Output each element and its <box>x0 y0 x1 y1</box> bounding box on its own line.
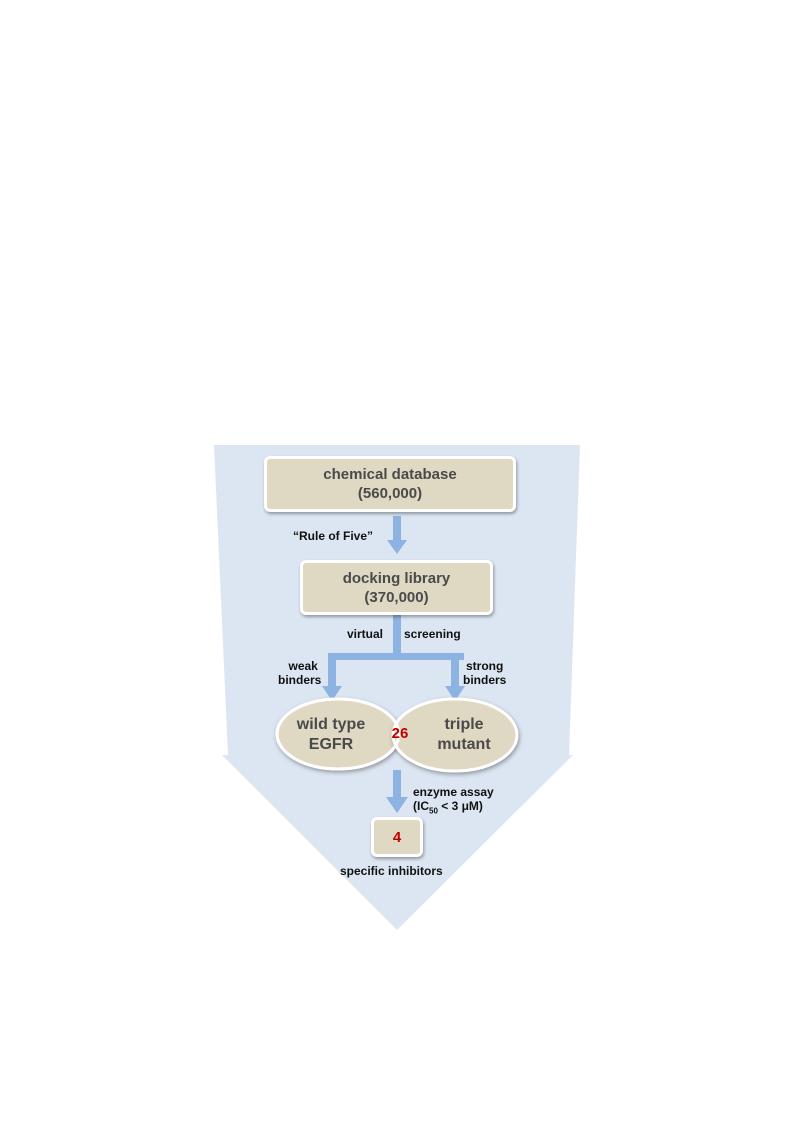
connector-branch <box>329 653 464 660</box>
triple-mutant-label: triple mutant <box>437 716 491 753</box>
enzyme-assay-label: enzyme assay (IC50 < 3 μM) <box>413 785 494 818</box>
connector-arrowhead <box>387 540 407 554</box>
overlap-count: 26 <box>391 725 409 742</box>
final-count: 4 <box>392 828 402 846</box>
screening-label: screening <box>404 627 461 641</box>
wild-type-egfr-label: wild type EGFR <box>296 716 366 753</box>
connector-shaft <box>393 770 401 800</box>
connector-arrowhead <box>386 797 408 813</box>
strong-binders-label: strong binders <box>463 659 507 687</box>
docking-library-title: docking library <box>342 569 451 587</box>
ic50-label: (IC50 < 3 μM) <box>413 799 483 816</box>
wild-type-ellipse-outline <box>275 697 401 771</box>
rule-of-five-label: “Rule of Five” <box>293 529 374 543</box>
connector-shaft <box>393 516 401 544</box>
chemical-database-title: chemical database <box>323 466 457 483</box>
virtual-label: virtual <box>347 627 384 641</box>
connector-shaft <box>328 653 336 689</box>
docking-library-box: docking library (370,000) <box>300 560 493 615</box>
specific-inhibitors-label: specific inhibitors <box>340 864 443 878</box>
triple-mutant-ellipse <box>391 697 519 773</box>
docking-library-count: (370,000) <box>364 588 429 606</box>
final-count-box: 4 <box>371 817 423 857</box>
connector-shaft <box>451 653 459 689</box>
connector-arrowhead <box>445 686 465 701</box>
weak-binders-label: weak binders <box>278 659 322 687</box>
connector-shaft <box>393 612 401 658</box>
chemical-database-count: (560,000) <box>357 485 423 502</box>
chemical-database-box: chemical database (560,000) <box>264 456 516 512</box>
connector-arrowhead <box>322 686 342 701</box>
